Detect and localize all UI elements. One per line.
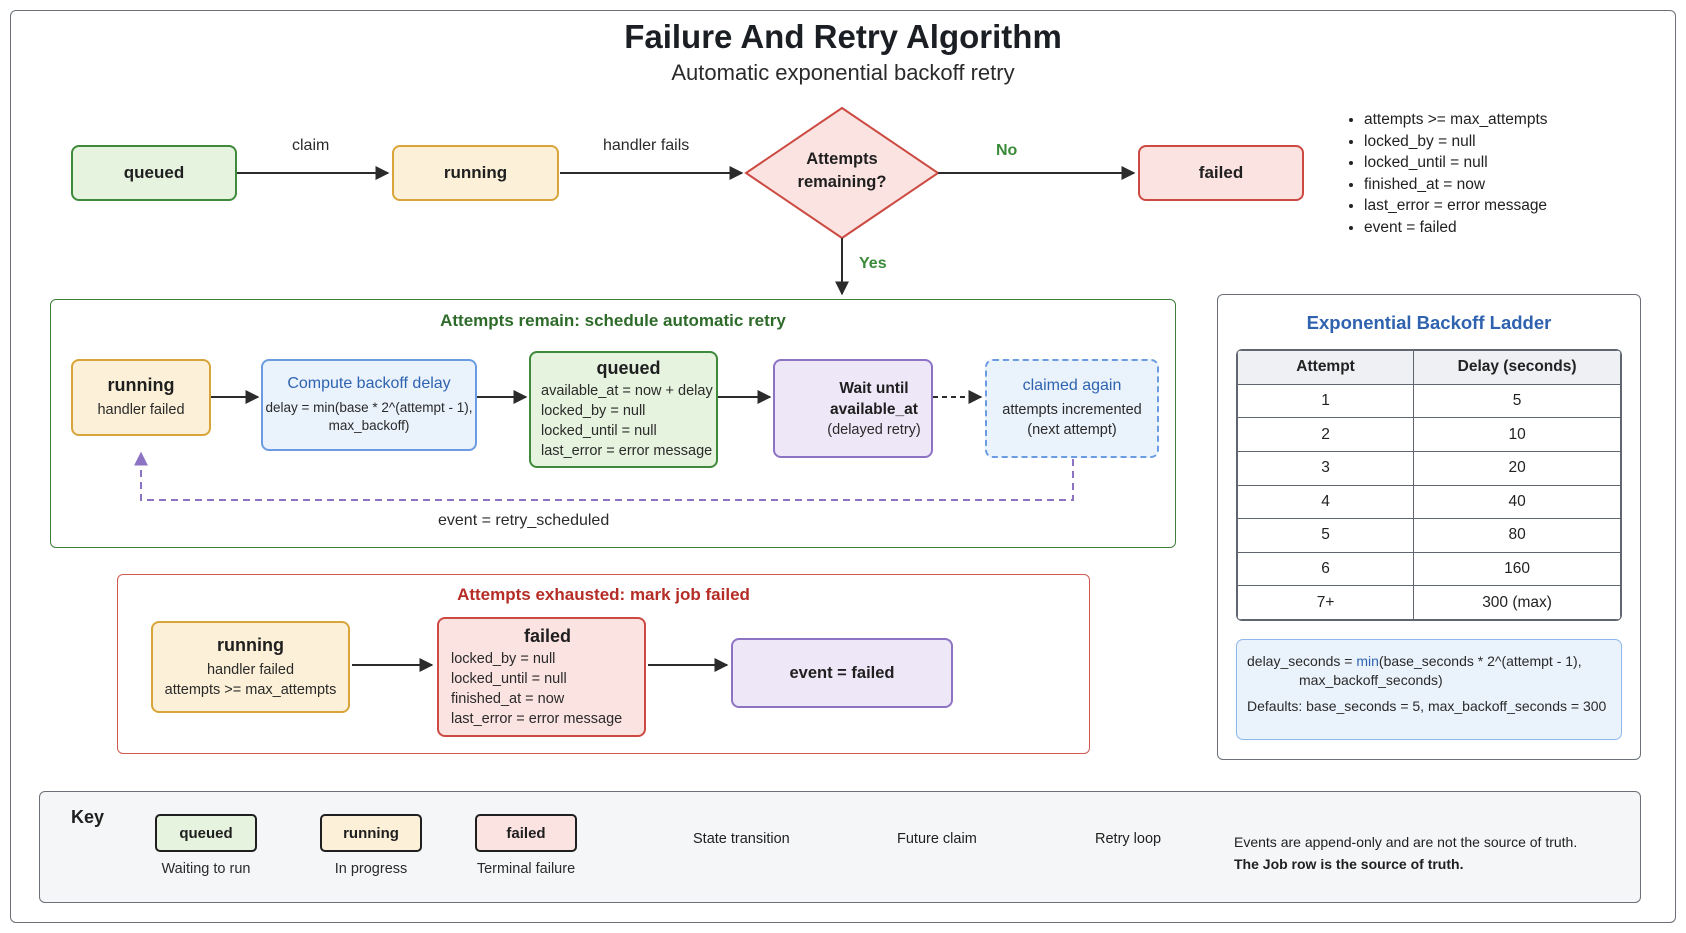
compute-backoff-node: Compute backoff delay delay = min(base *… xyxy=(261,359,477,451)
table-row: 7+300 (max) xyxy=(1237,585,1621,620)
key-chip-failed: failed xyxy=(475,814,577,852)
yes-label: Yes xyxy=(859,255,887,272)
column-header: Attempt xyxy=(1237,350,1415,385)
exhausted-panel xyxy=(117,574,1090,754)
key-state-transition-label: State transition xyxy=(693,831,790,847)
retry-panel xyxy=(50,299,1176,548)
retry-running-node: running handler failed xyxy=(71,359,211,436)
retry-loop-label: event = retry_scheduled xyxy=(438,512,610,529)
exhausted-running-node: running handler failed attempts >= max_a… xyxy=(151,621,350,713)
key-caption-failed: Terminal failure xyxy=(476,861,576,877)
key-chip-running: running xyxy=(320,814,422,852)
key-future-claim-label: Future claim xyxy=(897,831,977,847)
formula-line-1: delay_seconds = min(base_seconds * 2^(at… xyxy=(1247,653,1582,669)
backoff-ladder-panel xyxy=(1217,294,1641,760)
exhausted-panel-title: Attempts exhausted: mark job failed xyxy=(457,585,750,604)
state-failed: failed xyxy=(1138,145,1304,201)
list-item: last_error = error message xyxy=(1364,195,1666,217)
claimed-again-node: claimed again attempts incremented (next… xyxy=(985,359,1159,458)
event-failed-node: event = failed xyxy=(731,638,953,708)
key-chip-queued: queued xyxy=(155,814,257,852)
formula-defaults: Defaults: base_seconds = 5, max_backoff_… xyxy=(1247,698,1607,714)
key-retry-loop-label: Retry loop xyxy=(1095,831,1162,847)
decision-label: Attempts remaining? xyxy=(797,150,887,191)
list-item: attempts >= max_attempts xyxy=(1364,109,1666,131)
backoff-formula-box: delay_seconds = min(base_seconds * 2^(at… xyxy=(1236,639,1622,740)
key-panel xyxy=(39,791,1641,903)
state-queued: queued xyxy=(71,145,237,201)
key-title: Key xyxy=(71,807,105,827)
diagram-title: Failure And Retry Algorithm xyxy=(624,18,1062,55)
formula-line-2: max_backoff_seconds) xyxy=(1299,672,1443,688)
key-caption-queued: Waiting to run xyxy=(161,861,251,877)
table-header-row: Attempt Delay (seconds) xyxy=(1237,350,1621,385)
retry-queued-node: queued available_at = now + delay locked… xyxy=(529,351,718,468)
list-item: event = failed xyxy=(1364,217,1666,239)
list-item: locked_until = null xyxy=(1364,152,1666,174)
handler-fails-label: handler fails xyxy=(603,137,690,154)
ladder-title: Exponential Backoff Ladder xyxy=(1306,312,1552,333)
wait-node: Wait until available_at (delayed retry) xyxy=(773,359,933,458)
list-item: locked_by = null xyxy=(1364,131,1666,153)
key-caption-running: In progress xyxy=(334,861,408,877)
diagram-frame xyxy=(10,10,1676,923)
state-running: running xyxy=(392,145,559,201)
column-header: Delay (seconds) xyxy=(1413,350,1621,385)
failed-effects-list: attempts >= max_attempts locked_by = nul… xyxy=(1346,109,1666,238)
key-note: Events are append-only and are not the s… xyxy=(1234,834,1578,872)
no-label: No xyxy=(996,142,1018,159)
list-item: finished_at = now xyxy=(1364,174,1666,196)
claim-label: claim xyxy=(292,137,330,154)
retry-loop-arrow xyxy=(134,451,1074,501)
diagram-subtitle: Automatic exponential backoff retry xyxy=(671,60,1015,85)
exhausted-failed-node: failed locked_by = null locked_until = n… xyxy=(437,617,646,737)
retry-panel-title: Attempts remain: schedule automatic retr… xyxy=(440,311,786,330)
